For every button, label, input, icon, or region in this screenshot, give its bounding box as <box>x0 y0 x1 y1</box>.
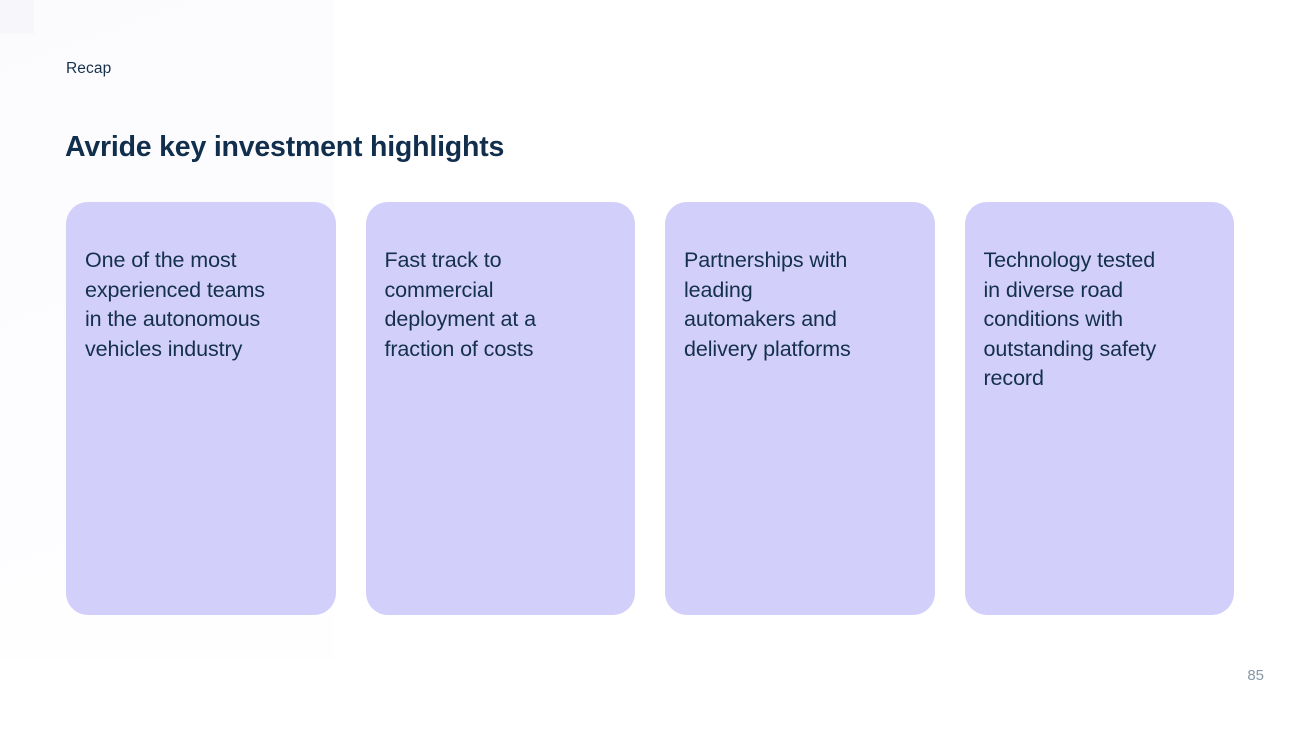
highlight-card-text: Fast track to commercial deployment at a… <box>384 248 537 361</box>
slide-eyebrow-label: Recap <box>66 60 112 77</box>
page-title: Avride key investment highlights <box>65 131 505 164</box>
highlight-card-text: One of the most experienced teams in the… <box>85 248 265 361</box>
highlight-card[interactable]: One of the most experienced teams in the… <box>66 202 336 615</box>
highlight-card[interactable]: Fast track to commercial deployment at a… <box>365 202 635 615</box>
highlight-card-text: Partnerships with leading automakers and… <box>684 248 851 361</box>
highlight-card[interactable]: Partnerships with leading automakers and… <box>665 202 935 615</box>
decorative-corner-notch <box>0 0 34 34</box>
highlight-cards-row: One of the most experienced teams in the… <box>66 202 1234 615</box>
highlight-card[interactable]: Technology tested in diverse road condit… <box>964 202 1234 615</box>
highlight-card-text: Technology tested in diverse road condit… <box>983 248 1157 390</box>
page-number: 85 <box>1247 667 1264 684</box>
